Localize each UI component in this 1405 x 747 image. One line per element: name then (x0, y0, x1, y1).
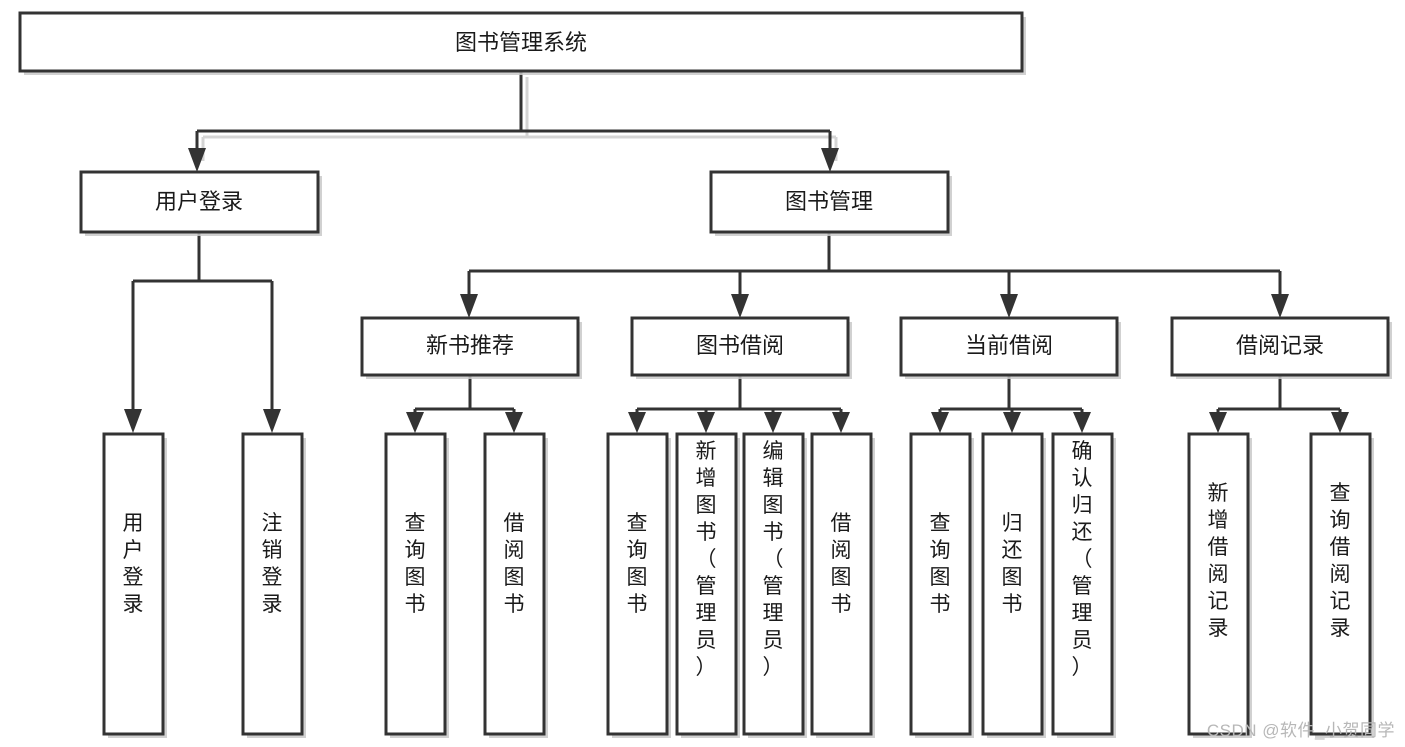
node-book-management[interactable]: 图书管理 (709, 170, 952, 236)
connector-bookborrow-to-leaves (628, 375, 850, 433)
node-root[interactable]: 图书管理系统 (18, 11, 1026, 75)
leaf-label-query-book-recommend: 查询图书 (405, 512, 426, 616)
node-label-borrow-record: 借阅记录 (1236, 333, 1324, 358)
arrow-head-icon (628, 412, 646, 433)
leaf-node-logout[interactable]: 注销登录 (241, 432, 306, 738)
node-new-book-recommend[interactable]: 新书推荐 (360, 316, 582, 379)
node-box[interactable] (709, 170, 950, 234)
node-box[interactable] (384, 432, 447, 736)
node-box[interactable] (79, 170, 320, 234)
csdn-watermark: CSDN @软件_小贺同学 (1206, 721, 1395, 740)
leaf-label-query-book-current: 查询图书 (930, 512, 951, 616)
arrow-head-icon (1209, 412, 1227, 433)
leaf-node-borrow-book-recommend[interactable]: 借阅图书 (483, 432, 548, 738)
leaf-node-add-book-admin[interactable]: 新增图书（管理员） (675, 432, 740, 738)
node-borrow-record[interactable]: 借阅记录 (1170, 316, 1392, 379)
arrow-head-icon (124, 409, 142, 433)
connector-layer (124, 71, 1349, 433)
node-label-user-login: 用户登录 (155, 189, 243, 214)
node-box[interactable] (1309, 432, 1372, 736)
arrow-head-icon (406, 412, 424, 433)
node-box[interactable] (1187, 432, 1250, 736)
arrow-head-icon (1331, 412, 1349, 433)
node-box[interactable] (1170, 316, 1390, 377)
leaf-label-edit-book-admin: 编辑图书（管理员） (763, 440, 784, 679)
arrow-head-icon (263, 409, 281, 433)
leaf-node-query-book-borrow[interactable]: 查询图书 (606, 432, 671, 738)
arrow-head-icon (188, 148, 206, 172)
node-book-borrow[interactable]: 图书借阅 (630, 316, 852, 379)
node-label-new-book-recommend: 新书推荐 (426, 333, 514, 358)
leaf-label-confirm-return-admin: 确认归还（管理员） (1072, 440, 1093, 679)
node-label-book-management: 图书管理 (785, 189, 873, 214)
arrow-head-icon (1271, 294, 1289, 318)
connector-currentborrow-to-leaves (931, 375, 1091, 433)
arrow-head-icon (460, 294, 478, 318)
leaf-label-return-book: 归还图书 (1002, 512, 1023, 616)
leaf-label-user-login: 用户登录 (123, 512, 144, 616)
node-box[interactable] (742, 432, 805, 736)
leaf-label-add-borrow-record: 新增借阅记录 (1208, 482, 1229, 640)
node-box[interactable] (909, 432, 972, 736)
leaf-label-add-book-admin: 新增图书（管理员） (696, 440, 717, 679)
leaf-label-borrow-book-recommend: 借阅图书 (504, 512, 525, 616)
arrow-head-icon (1073, 412, 1091, 433)
node-label-current-borrow: 当前借阅 (965, 333, 1053, 358)
leaf-node-query-book-current[interactable]: 查询图书 (909, 432, 974, 738)
node-current-borrow[interactable]: 当前借阅 (899, 316, 1121, 379)
arrow-head-icon (731, 294, 749, 318)
arrow-head-icon (764, 412, 782, 433)
leaf-node-confirm-return-admin[interactable]: 确认归还（管理员） (1051, 432, 1116, 738)
node-box[interactable] (241, 432, 304, 736)
node-box[interactable] (483, 432, 546, 736)
node-label-root: 图书管理系统 (455, 30, 587, 55)
connector-bookmgmt-to-level3 (460, 232, 1289, 318)
arrow-head-icon (821, 148, 839, 172)
leaf-node-return-book[interactable]: 归还图书 (981, 432, 1046, 738)
arrow-head-icon (697, 412, 715, 433)
leaf-label-query-book-borrow: 查询图书 (627, 512, 648, 616)
node-box[interactable] (1051, 432, 1114, 736)
node-box[interactable] (102, 432, 165, 736)
leaf-label-logout: 注销登录 (262, 512, 283, 616)
arrow-head-icon (1003, 412, 1021, 433)
node-box[interactable] (899, 316, 1119, 377)
connector-recommend-to-leaves (406, 375, 523, 433)
leaf-label-query-borrow-record: 查询借阅记录 (1330, 482, 1351, 640)
arrow-head-icon (931, 412, 949, 433)
connector-userlogin-to-leaves (124, 232, 281, 433)
node-box[interactable] (630, 316, 850, 377)
node-box[interactable] (810, 432, 873, 736)
node-box[interactable] (606, 432, 669, 736)
node-box[interactable] (981, 432, 1044, 736)
connector-root-to-level2 (188, 71, 839, 172)
node-box[interactable] (18, 11, 1024, 73)
node-box[interactable] (360, 316, 580, 377)
arrow-head-icon (1000, 294, 1018, 318)
node-label-book-borrow: 图书借阅 (696, 333, 784, 358)
node-box[interactable] (675, 432, 738, 736)
leaf-node-edit-book-admin[interactable]: 编辑图书（管理员） (742, 432, 807, 738)
connector-borrowrecord-to-leaves (1209, 375, 1349, 433)
leaf-label-borrow-book: 借阅图书 (831, 512, 852, 616)
arrow-head-icon (505, 412, 523, 433)
arrow-head-icon (832, 412, 850, 433)
node-user-login[interactable]: 用户登录 (79, 170, 322, 236)
leaf-node-add-borrow-record[interactable]: 新增借阅记录 (1187, 432, 1252, 738)
leaf-node-user-login[interactable]: 用户登录 (102, 432, 167, 738)
leaf-node-layer: 用户登录 注销登录 查询图书 借阅图书 查询图书 (102, 432, 1374, 738)
leaf-node-query-book-recommend[interactable]: 查询图书 (384, 432, 449, 738)
leaf-node-query-borrow-record[interactable]: 查询借阅记录 (1309, 432, 1374, 738)
leaf-node-borrow-book[interactable]: 借阅图书 (810, 432, 875, 738)
